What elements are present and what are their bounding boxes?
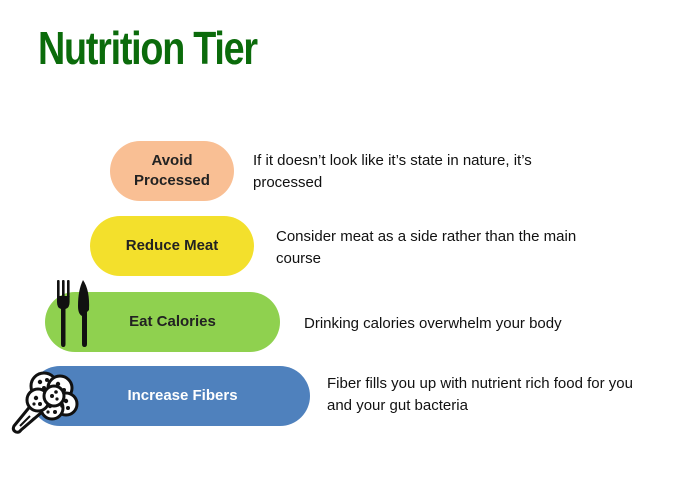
tier-label: Eat Calories xyxy=(129,313,216,330)
tier-reduce-meat: Reduce Meat xyxy=(90,216,254,276)
tier-label: Increase Fibers xyxy=(127,387,238,404)
tier-description: Consider meat as a side rather than the … xyxy=(276,228,577,267)
tier-description: Drinking calories overwhelm your body xyxy=(304,315,562,332)
fork-knife-icon xyxy=(57,280,90,347)
tier-label: Avoid Processed xyxy=(134,152,210,189)
tier-avoid-processed: Avoid Processed xyxy=(110,141,234,201)
broccoli-icon xyxy=(11,371,79,434)
tier-increase-fibers: Increase Fibers xyxy=(30,366,310,426)
tier-label: Reduce Meat xyxy=(125,237,219,254)
tier-description: If it doesn’t look like it’s state in na… xyxy=(253,152,532,191)
page-title: Nutrition Tier xyxy=(38,22,258,74)
tier-description: Fiber fills you up with nutrient rich fo… xyxy=(327,375,633,414)
